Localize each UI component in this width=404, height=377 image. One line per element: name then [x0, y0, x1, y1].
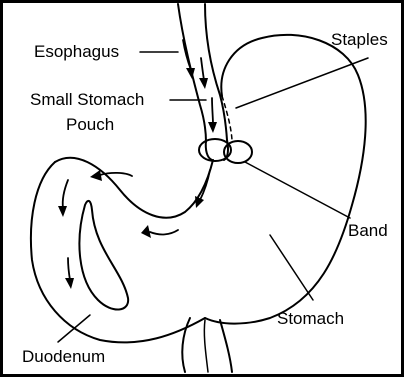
stomach-label: Stomach	[277, 309, 344, 328]
staples-label: Staples	[331, 30, 388, 49]
esophagus-label: Esophagus	[34, 42, 119, 61]
small-stomach-pouch	[206, 96, 232, 160]
staples-leader	[236, 58, 368, 108]
small-pouch-label-line2: Pouch	[66, 115, 114, 134]
duodenum-label: Duodenum	[22, 347, 105, 366]
band-label: Band	[348, 221, 388, 240]
small-pouch-label-line1: Small Stomach	[30, 90, 144, 109]
stomach-leader	[270, 235, 313, 300]
band-leader	[245, 162, 350, 218]
